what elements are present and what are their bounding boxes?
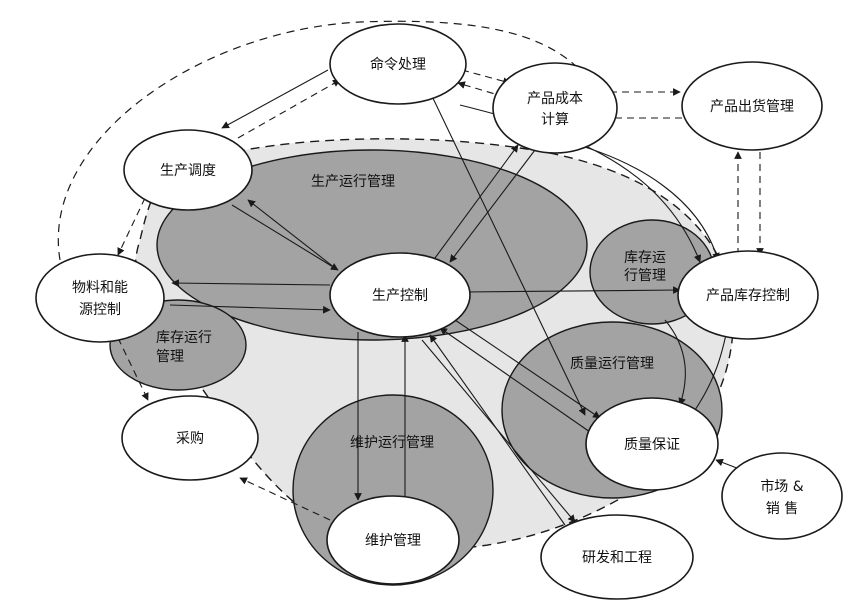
node-inventory-control bbox=[677, 250, 819, 340]
node-command-processing bbox=[329, 23, 467, 105]
edge-command-to-scheduling bbox=[221, 69, 329, 129]
node-market-sales bbox=[721, 452, 843, 540]
node-production-control-label: 生产控制 bbox=[372, 288, 428, 304]
edge-maintenance-to-purchasing bbox=[239, 477, 331, 521]
node-quality-assurance bbox=[585, 397, 719, 491]
node-inventory-control-label: 产品库存控制 bbox=[706, 288, 790, 304]
edge-control-to-material bbox=[171, 279, 331, 287]
node-material-energy-label-1: 物料和能 bbox=[72, 280, 128, 296]
node-maintenance-management-label: 维护管理 bbox=[365, 533, 421, 549]
inventory-ops-left-label-2: 管理 bbox=[156, 349, 184, 365]
node-purchasing-label: 采购 bbox=[176, 431, 204, 447]
edge-control-to-quality bbox=[454, 319, 601, 419]
node-command-processing-label: 命令处理 bbox=[370, 56, 426, 73]
edge-inventory-ops-to-quality bbox=[664, 319, 686, 406]
node-cost-calculation-label-1: 产品成本 bbox=[527, 91, 583, 107]
connections bbox=[117, 69, 764, 526]
node-market-sales-label-2: 销 售 bbox=[766, 501, 798, 517]
edge-scheduling-to-material bbox=[117, 197, 146, 256]
edge-scheduling-to-control bbox=[231, 204, 339, 271]
edge-cost-to-command bbox=[457, 81, 506, 98]
node-cost-calculation-label-2: 计算 bbox=[541, 112, 569, 128]
edge-cost-to-inventory bbox=[559, 139, 720, 261]
node-shipping-management bbox=[681, 61, 823, 151]
edge-control-to-rnd bbox=[421, 339, 576, 523]
nodes bbox=[35, 23, 843, 600]
node-production-control bbox=[329, 252, 471, 338]
node-shipping-management-label: 产品出货管理 bbox=[710, 98, 794, 115]
node-production-scheduling-label: 生产调度 bbox=[160, 163, 216, 179]
node-maintenance-management bbox=[326, 495, 460, 585]
edge-material-to-control bbox=[169, 304, 331, 314]
edge-command-to-cost-1 bbox=[461, 69, 511, 85]
node-material-energy-label-2: 源控制 bbox=[79, 302, 121, 318]
edge-command-to-quality bbox=[429, 91, 586, 416]
enterprise-boundary bbox=[57, 20, 581, 261]
node-quality-assurance-label: 质量保证 bbox=[624, 437, 680, 453]
edge-quality-to-control bbox=[439, 327, 591, 433]
node-production-scheduling bbox=[123, 129, 253, 211]
node-rnd-engineering-label: 研发和工程 bbox=[582, 550, 652, 566]
node-cost-calculation bbox=[492, 62, 618, 154]
node-market-sales-label-1: 市场 & bbox=[760, 478, 803, 495]
edge-cost-to-control bbox=[449, 149, 536, 263]
inventory-ops-right-label-1: 库存运 bbox=[624, 250, 666, 266]
production-ops-label: 生产运行管理 bbox=[311, 174, 395, 190]
maintenance-ops-label: 维护运行管理 bbox=[350, 435, 434, 451]
inventory-ops-left-label-1: 库存运行 bbox=[156, 330, 212, 346]
node-material-energy-control bbox=[35, 253, 165, 343]
inventory-ops-right-label-2: 行管理 bbox=[624, 268, 666, 284]
node-purchasing bbox=[121, 395, 259, 481]
edge-scheduling-to-command bbox=[237, 79, 341, 139]
edge-control-to-scheduling bbox=[247, 199, 336, 269]
quality-ops-label: 质量运行管理 bbox=[570, 356, 654, 372]
node-labels: 命令处理 产品成本 计算 产品出货管理 生产调度 物料和能 源控制 生产控制 产… bbox=[72, 56, 804, 566]
edge-control-to-cost bbox=[434, 144, 519, 259]
edge-control-to-inventory bbox=[464, 286, 681, 294]
node-rnd-engineering bbox=[540, 514, 694, 600]
